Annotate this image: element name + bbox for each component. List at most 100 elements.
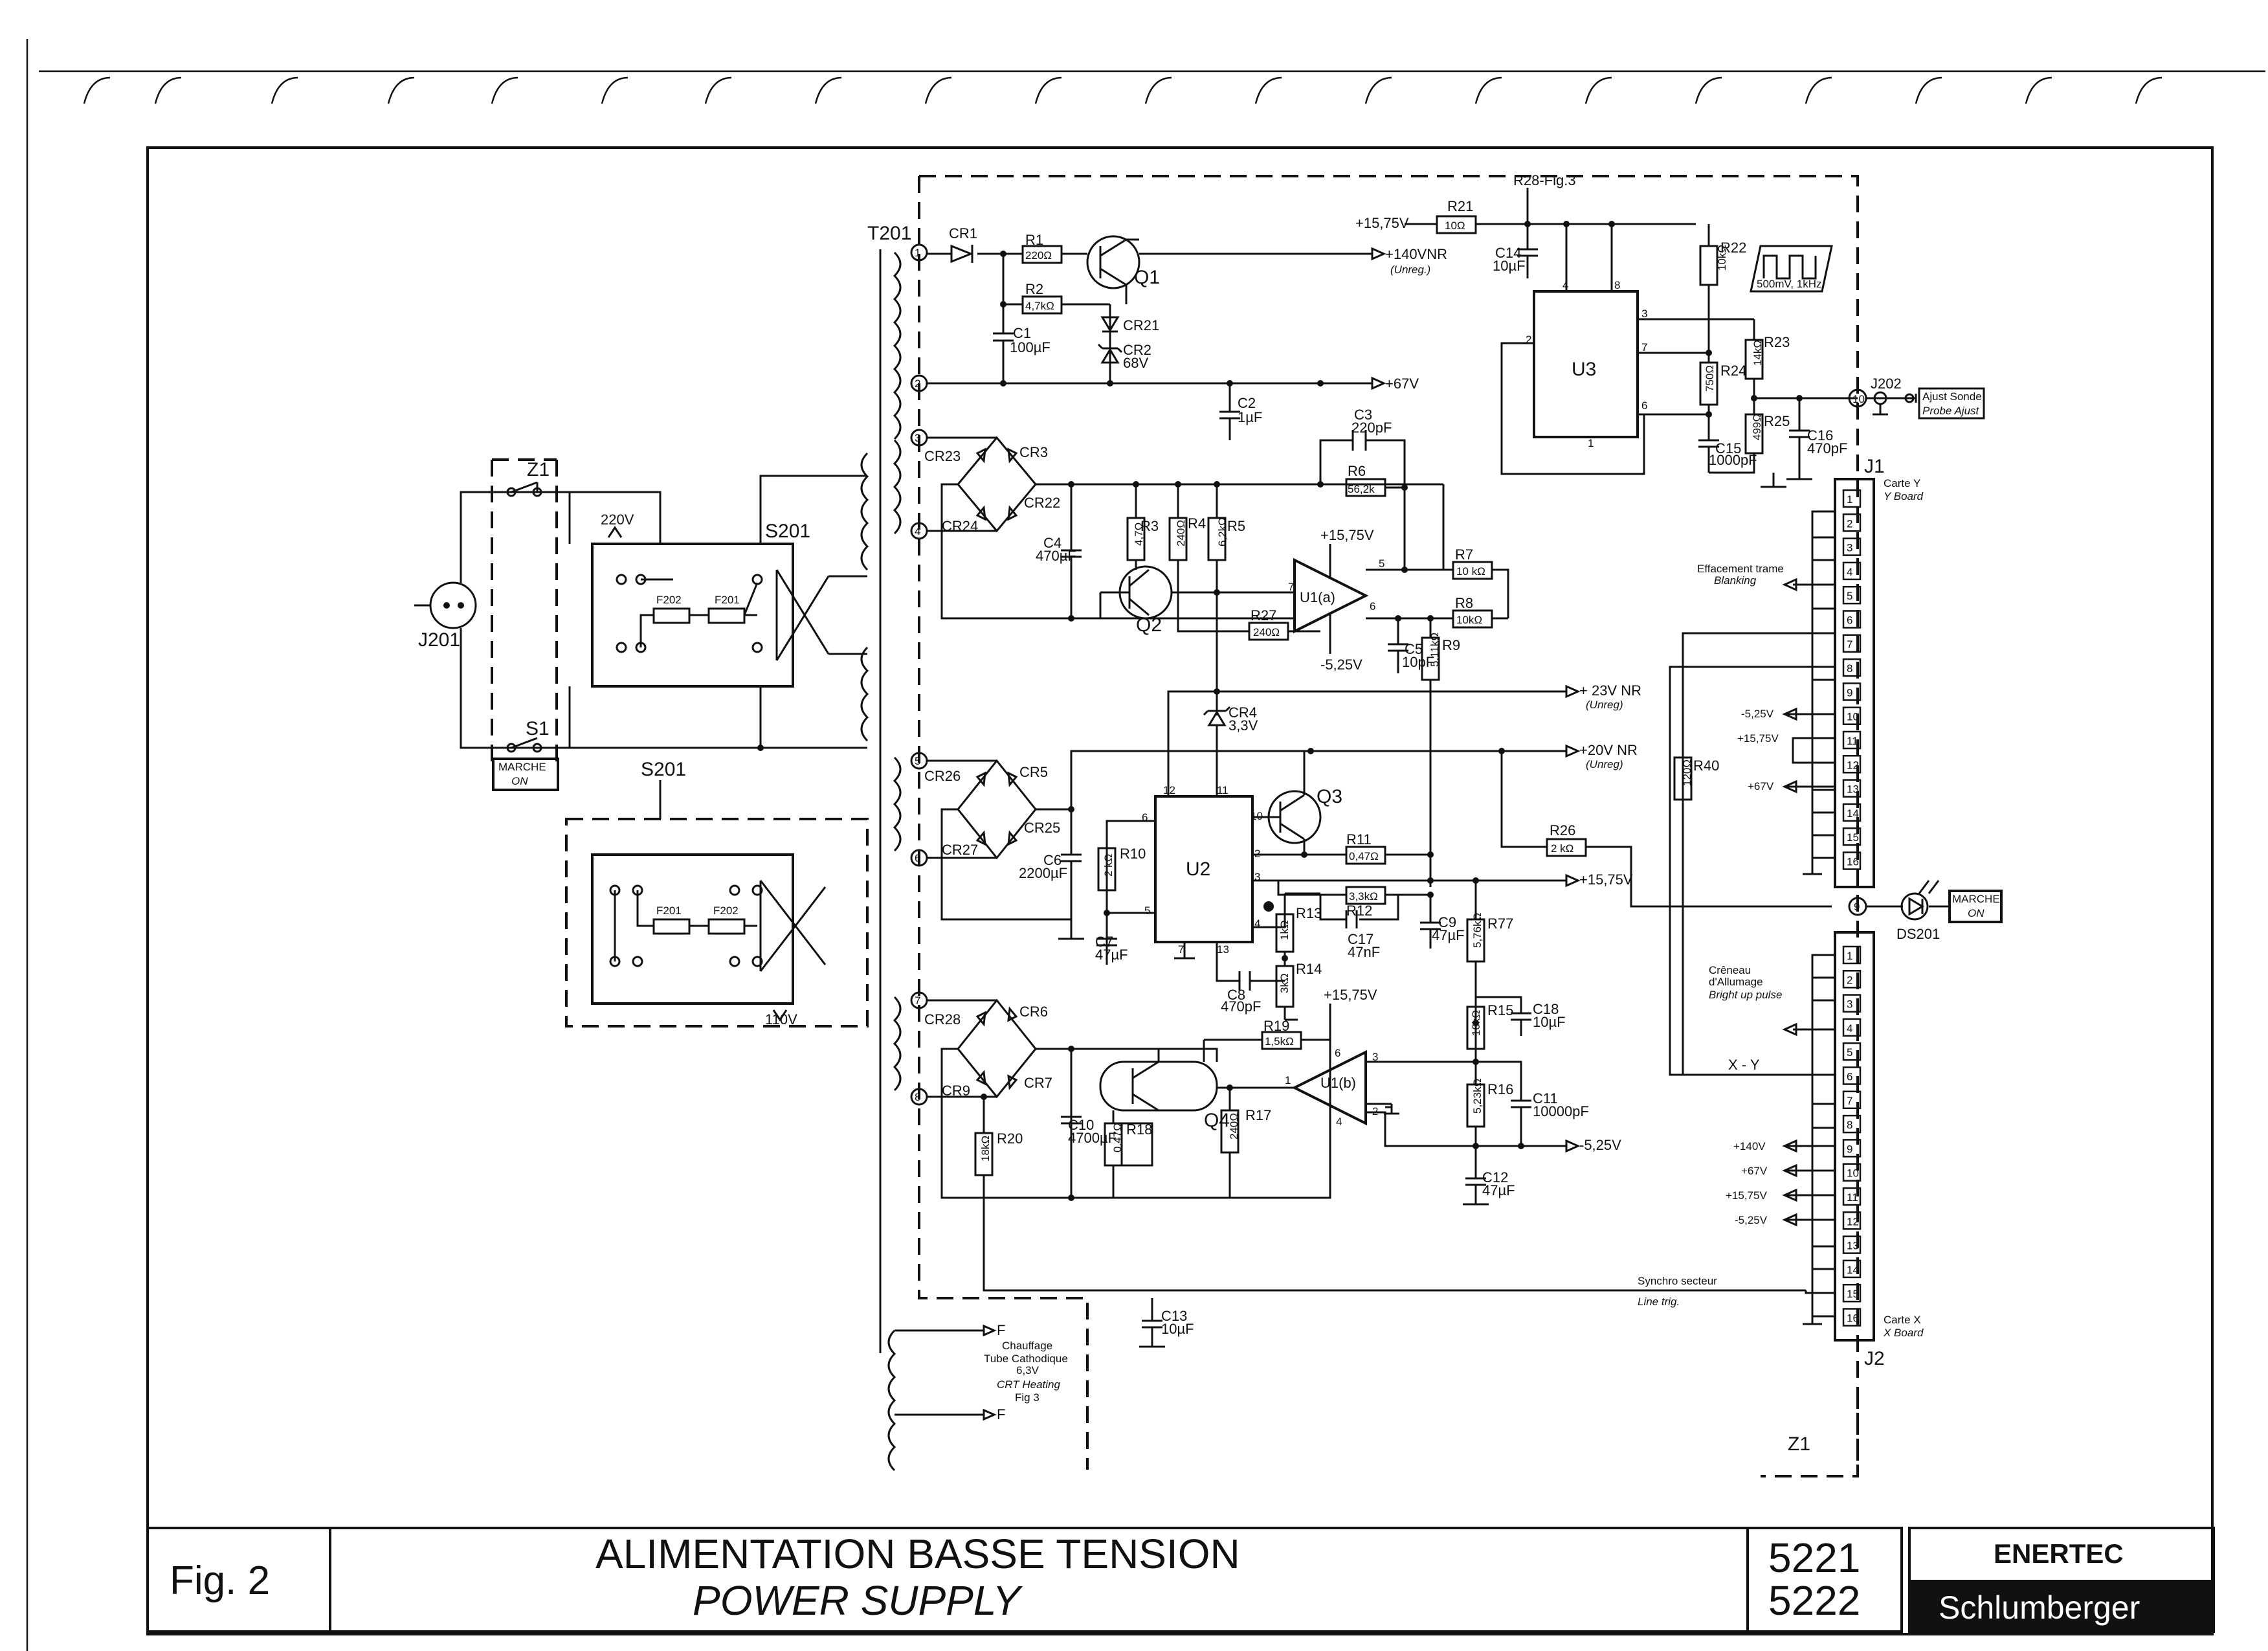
j1-pin-box xyxy=(1842,803,1862,822)
svg-text:J201: J201 xyxy=(418,629,460,651)
svg-text:4700µF: 4700µF xyxy=(1068,1130,1117,1146)
j2-pin-number: 10 xyxy=(1847,1167,1859,1180)
svg-text:3: 3 xyxy=(1254,871,1260,883)
svg-text:R12: R12 xyxy=(1346,903,1372,919)
j1-pin-box xyxy=(1842,513,1862,532)
svg-text:C4: C4 xyxy=(1043,535,1062,551)
j2-wiring xyxy=(1682,954,1835,1325)
j2-pin-number: 1 xyxy=(1847,950,1852,962)
j1-pin-number: 9 xyxy=(1847,686,1852,699)
svg-text:Chauffage: Chauffage xyxy=(1002,1340,1052,1352)
svg-text:R6: R6 xyxy=(1348,463,1366,479)
svg-text:7: 7 xyxy=(915,994,920,1007)
svg-text:+ 23V NR: + 23V NR xyxy=(1579,682,1641,699)
svg-text:R40: R40 xyxy=(1693,758,1719,774)
svg-text:Carte Y: Carte Y xyxy=(1884,477,1920,489)
svg-text:J1: J1 xyxy=(1864,456,1885,477)
svg-text:R21: R21 xyxy=(1447,198,1473,214)
svg-text:C2: C2 xyxy=(1238,395,1256,411)
j2-pin-number: 6 xyxy=(1847,1071,1852,1083)
drawing-frame xyxy=(146,146,2214,1635)
j2-pin-box xyxy=(1842,1283,1862,1303)
j1-pin-number: 14 xyxy=(1847,807,1859,820)
svg-text:R15: R15 xyxy=(1487,1002,1513,1018)
company-logo-text: Schlumberger xyxy=(1939,1589,2140,1626)
svg-text:CR21: CR21 xyxy=(1123,317,1159,333)
svg-text:10kΩ: 10kΩ xyxy=(1456,614,1482,626)
svg-text:(Unreg): (Unreg) xyxy=(1586,699,1623,711)
svg-text:6: 6 xyxy=(1142,811,1148,824)
j2-pin-box xyxy=(1842,1114,1862,1134)
j1-pin-box xyxy=(1842,682,1862,701)
svg-text:5,23kΩ: 5,23kΩ xyxy=(1471,1079,1484,1114)
svg-text:-5,25V: -5,25V xyxy=(1735,1214,1768,1226)
svg-text:F201: F201 xyxy=(656,904,682,917)
mains-input: J201 Z1 S1 MARCHE ON 220V S201 F202 F201 xyxy=(414,458,869,1028)
scope-label: 500mV, 1kHz xyxy=(1757,278,1821,290)
svg-text:240Ω: 240Ω xyxy=(1228,1113,1240,1140)
connector-j2[interactable]: J2 Carte X X Board 123456789101112131415… xyxy=(1638,931,1924,1369)
svg-text:6: 6 xyxy=(1370,600,1375,612)
svg-text:7: 7 xyxy=(1641,341,1647,354)
svg-text:+20V NR: +20V NR xyxy=(1579,742,1638,758)
svg-text:U3: U3 xyxy=(1572,359,1596,380)
svg-text:R77: R77 xyxy=(1487,915,1513,932)
svg-text:13: 13 xyxy=(1217,943,1229,956)
j2-pin-number: 4 xyxy=(1847,1022,1852,1035)
svg-text:+15,75V: +15,75V xyxy=(1324,987,1377,1003)
svg-text:47µF: 47µF xyxy=(1432,927,1465,943)
j2-pin-number: 15 xyxy=(1847,1288,1859,1300)
svg-text:3kΩ: 3kΩ xyxy=(1278,973,1291,993)
j1-pin-number: 7 xyxy=(1847,638,1852,651)
svg-text:F: F xyxy=(997,1406,1005,1422)
j1-pin-number: 3 xyxy=(1847,542,1852,554)
j1-pin-box xyxy=(1842,779,1862,798)
svg-text:10µF: 10µF xyxy=(1161,1321,1194,1337)
svg-text:3: 3 xyxy=(1372,1051,1378,1063)
j1-pin-number: 5 xyxy=(1847,590,1852,602)
j1-pin-number: 10 xyxy=(1847,711,1859,723)
svg-text:+67V: +67V xyxy=(1748,780,1774,792)
j2-pin-box xyxy=(1842,1211,1862,1230)
svg-text:C14: C14 xyxy=(1495,245,1521,261)
svg-text:+67V: +67V xyxy=(1385,376,1419,392)
j1-pin-number: 16 xyxy=(1847,856,1859,868)
svg-text:T201: T201 xyxy=(867,223,911,244)
j2-pin-number: 7 xyxy=(1847,1095,1852,1107)
j1-pin-box xyxy=(1842,585,1862,605)
svg-text:R13: R13 xyxy=(1296,905,1322,921)
j202-probe-adjust[interactable]: 10 J202 Ajust Sonde Probe Ajust xyxy=(1848,376,1985,420)
svg-text:2: 2 xyxy=(1526,333,1531,346)
svg-text:Ajust Sonde: Ajust Sonde xyxy=(1922,390,1982,403)
j2-pin-number: 9 xyxy=(1847,1143,1852,1155)
j2-pin-number: 3 xyxy=(1847,998,1852,1011)
svg-text:R4: R4 xyxy=(1188,515,1206,532)
svg-text:CR5: CR5 xyxy=(1019,764,1048,780)
j2-pin-box xyxy=(1842,994,1862,1013)
svg-text:+140V: +140V xyxy=(1733,1140,1766,1152)
svg-text:C10: C10 xyxy=(1068,1117,1094,1133)
svg-text:6: 6 xyxy=(1335,1047,1340,1059)
j1-pin-box xyxy=(1842,851,1862,870)
svg-text:7: 7 xyxy=(1178,943,1184,956)
svg-text:C7: C7 xyxy=(1095,934,1113,950)
svg-text:2 kΩ: 2 kΩ xyxy=(1551,842,1573,855)
j2-pin-box xyxy=(1842,1163,1862,1182)
svg-text:R25: R25 xyxy=(1764,413,1790,429)
j1-pin-box xyxy=(1842,730,1862,750)
svg-text:C11: C11 xyxy=(1533,1090,1558,1106)
svg-text:470pF: 470pF xyxy=(1221,998,1261,1015)
svg-text:R14: R14 xyxy=(1296,961,1322,977)
transformer-t201: T201 xyxy=(860,223,911,1472)
j2-pin-box xyxy=(1842,1018,1862,1037)
svg-text:2: 2 xyxy=(915,377,920,390)
svg-text:CR27: CR27 xyxy=(942,842,978,858)
svg-text:S201: S201 xyxy=(765,521,810,542)
svg-text:Crêneau: Crêneau xyxy=(1709,964,1751,976)
svg-text:-5,25V: -5,25V xyxy=(1320,657,1362,673)
svg-text:240Ω: 240Ω xyxy=(1253,626,1280,638)
svg-text:4,7kΩ: 4,7kΩ xyxy=(1025,300,1054,312)
svg-text:6,2kΩ: 6,2kΩ xyxy=(1216,517,1228,546)
connector-j1[interactable]: J1 Carte Y Y Board 123456789101112131415… xyxy=(1697,456,1924,888)
svg-text:C1: C1 xyxy=(1013,325,1031,341)
